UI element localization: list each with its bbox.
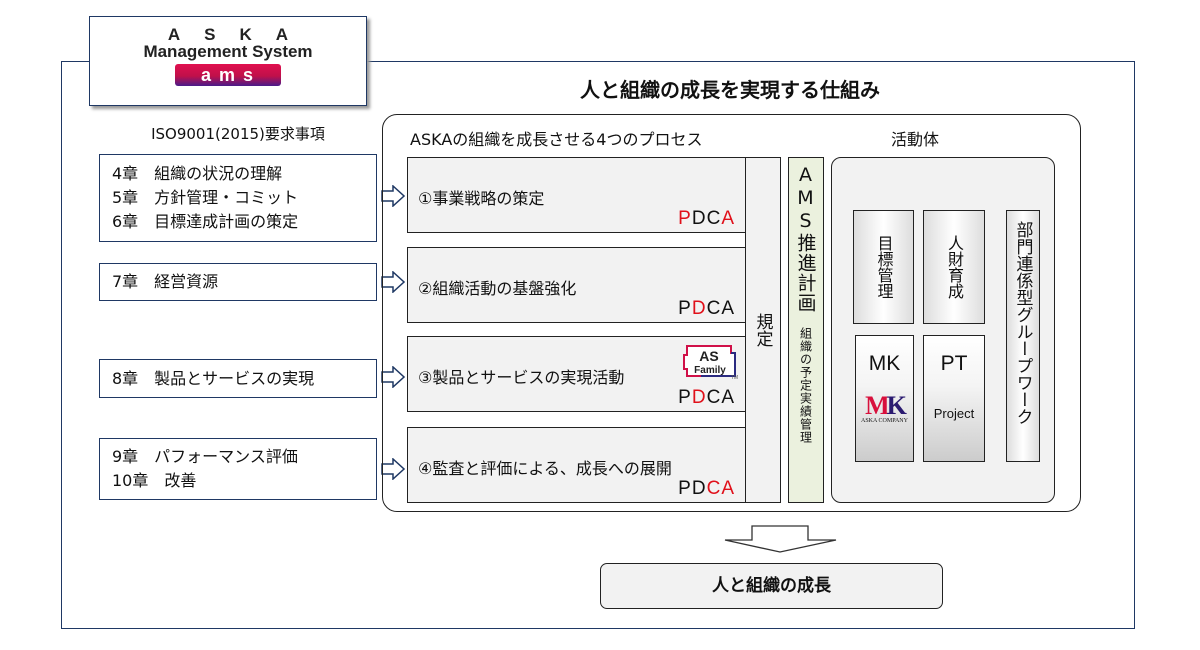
- activity-label: 目標管理: [874, 235, 894, 299]
- pdca-letter-c: C: [706, 478, 722, 499]
- pdca-letter-d: D: [691, 478, 707, 499]
- system-container: [382, 114, 1081, 512]
- iso-item: 7章 経営資源: [112, 272, 219, 291]
- pdca-label: PDCA: [678, 478, 735, 500]
- iso-header: ISO9001(2015)要求事項: [151, 125, 325, 143]
- kitei-label: 規定: [752, 313, 773, 347]
- iso-item: 6章 目標達成計画の策定: [112, 212, 299, 231]
- outer-frame: [61, 61, 1135, 629]
- ams-plan-subtitle: 組織の予定実績管理: [798, 327, 813, 444]
- down-arrow-icon: [724, 525, 837, 553]
- pt-sublabel: Project: [933, 406, 975, 421]
- as-family-family: Family: [694, 365, 726, 376]
- as-family-tm: TM: [731, 375, 738, 381]
- pdca-letter-a: A: [721, 387, 735, 408]
- pdca-letter-a: A: [721, 208, 735, 229]
- activity-bumon: 部門連係型グループワーク: [1006, 210, 1040, 462]
- kitei-column: 規定: [745, 157, 781, 503]
- iso-item: 8章 製品とサービスの実現: [112, 368, 315, 388]
- right-arrow-icon: [381, 366, 405, 388]
- pdca-letter-p: P: [678, 387, 692, 408]
- pdca-letter-a: A: [721, 478, 735, 499]
- process-box-2: ②組織活動の基盤強化 PDCA: [407, 247, 746, 323]
- mk-logo-sub: ASKA COMPANY: [861, 418, 908, 424]
- activity-jinzai: 人財育成: [923, 210, 985, 324]
- activity-label: 部門連係型グループワーク: [1012, 221, 1033, 425]
- pdca-letter-d: D: [691, 387, 707, 408]
- activity-mk: MK MK ASKA COMPANY: [855, 335, 914, 462]
- process-label: ②組織活動の基盤強化: [418, 279, 577, 298]
- logo-aska: ASKA: [167, 25, 313, 44]
- pdca-letter-p: P: [678, 208, 692, 229]
- pdca-letter-p: P: [678, 298, 692, 319]
- pdca-label: PDCA: [678, 387, 735, 409]
- iso-box-9-10: 9章 パフォーマンス評価 10章 改善: [99, 438, 377, 500]
- ams-plan-title: AMS推進計画: [794, 164, 817, 313]
- process-label: ③製品とサービスの実現活動: [418, 368, 625, 387]
- right-arrow-icon: [381, 458, 405, 480]
- result-box: 人と組織の成長: [600, 563, 943, 609]
- pdca-letter-c: C: [706, 298, 722, 319]
- pdca-letter-d: D: [691, 208, 707, 229]
- pdca-letter-a: A: [721, 298, 735, 319]
- page-title: 人と組織の成長を実現する仕組み: [580, 78, 880, 102]
- process-box-1: ①事業戦略の策定 PDCA: [407, 157, 746, 233]
- activity-mokuhyo: 目標管理: [853, 210, 914, 324]
- as-family-as: AS: [699, 348, 718, 364]
- logo-management-system: Management System: [143, 42, 313, 61]
- process-header: ASKAの組織を成長させる4つのプロセス: [410, 130, 703, 149]
- iso-item: 4章 組織の状況の理解: [112, 164, 283, 183]
- activity-header: 活動体: [890, 130, 939, 149]
- mk-logo: MK: [865, 391, 907, 420]
- ams-plan-column: AMS推進計画 組織の予定実績管理: [788, 157, 824, 503]
- pdca-letter-c: C: [706, 208, 722, 229]
- process-box-4: ④監査と評価による、成長への展開 PDCA: [407, 427, 746, 503]
- iso-box-4-6: 4章 組織の状況の理解 5章 方針管理・コミット 6章 目標達成計画の策定: [99, 154, 377, 242]
- iso-box-8: 8章 製品とサービスの実現: [99, 359, 377, 398]
- process-label: ④監査と評価による、成長への展開: [418, 459, 672, 478]
- right-arrow-icon: [381, 271, 405, 293]
- pdca-label: PDCA: [678, 298, 735, 320]
- pdca-label: PDCA: [678, 208, 735, 230]
- activity-pt: PT Project: [923, 335, 985, 462]
- iso-item: 9章 パフォーマンス評価: [112, 447, 298, 466]
- pdca-letter-c: C: [706, 387, 722, 408]
- process-label: ①事業戦略の策定: [418, 189, 545, 208]
- ams-logo: ASKA Management System ams: [89, 16, 367, 106]
- iso-box-7: 7章 経営資源: [99, 263, 377, 301]
- activity-label: 人財育成: [945, 235, 964, 299]
- iso-item: 5章 方針管理・コミット: [112, 188, 299, 207]
- logo-ams-badge: ams: [175, 64, 281, 86]
- pdca-letter-p: P: [678, 478, 692, 499]
- pt-label: PT: [940, 352, 968, 375]
- as-family-logo: AS Family TM: [683, 345, 738, 381]
- pdca-letter-d: D: [691, 298, 707, 319]
- iso-item: 10章 改善: [112, 471, 197, 490]
- right-arrow-icon: [381, 185, 405, 207]
- mk-label: MK: [868, 352, 901, 375]
